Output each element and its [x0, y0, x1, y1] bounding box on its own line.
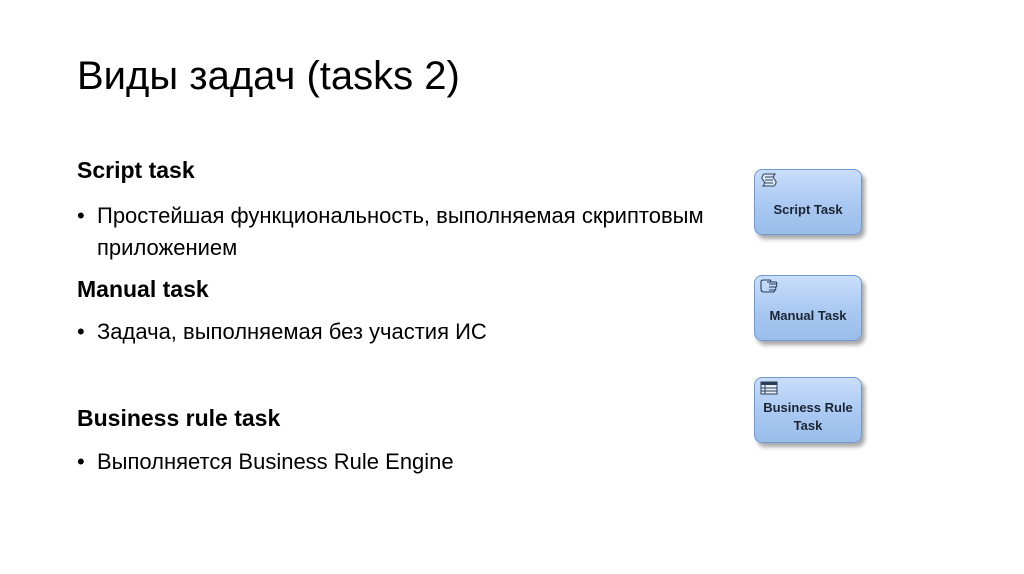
task-label: Manual Task — [769, 308, 847, 323]
script-task-box: Script Task — [754, 169, 862, 235]
bullet-dot: • — [77, 449, 85, 474]
section-heading-manual-task: Manual task — [77, 276, 209, 302]
bullet-text: Простейшая функциональность, выполняемая… — [97, 203, 704, 260]
bullet-script-task: • Простейшая функциональность, выполняем… — [77, 200, 717, 264]
table-icon — [760, 381, 778, 395]
bullet-text: Выполняется Business Rule Engine — [97, 449, 454, 474]
script-icon — [761, 173, 777, 187]
section-heading-script-task: Script task — [77, 157, 195, 183]
bullet-text: Задача, выполняемая без участия ИС — [97, 319, 487, 344]
hand-icon — [760, 279, 778, 293]
bullet-dot: • — [77, 319, 85, 344]
slide-title: Виды задач (tasks 2) — [77, 54, 460, 98]
task-label-line1: Business Rule — [763, 400, 853, 415]
task-label: Business Rule Task — [755, 399, 861, 435]
task-label: Script Task — [773, 202, 843, 217]
bullet-dot: • — [77, 203, 85, 228]
bullet-manual-task: • Задача, выполняемая без участия ИС — [77, 316, 717, 348]
bullet-business-rule-task: • Выполняется Business Rule Engine — [77, 446, 717, 478]
business-rule-task-box: Business Rule Task — [754, 377, 862, 443]
section-heading-business-rule-task: Business rule task — [77, 405, 281, 431]
task-label-line2: Task — [793, 418, 823, 433]
manual-task-box: Manual Task — [754, 275, 862, 341]
